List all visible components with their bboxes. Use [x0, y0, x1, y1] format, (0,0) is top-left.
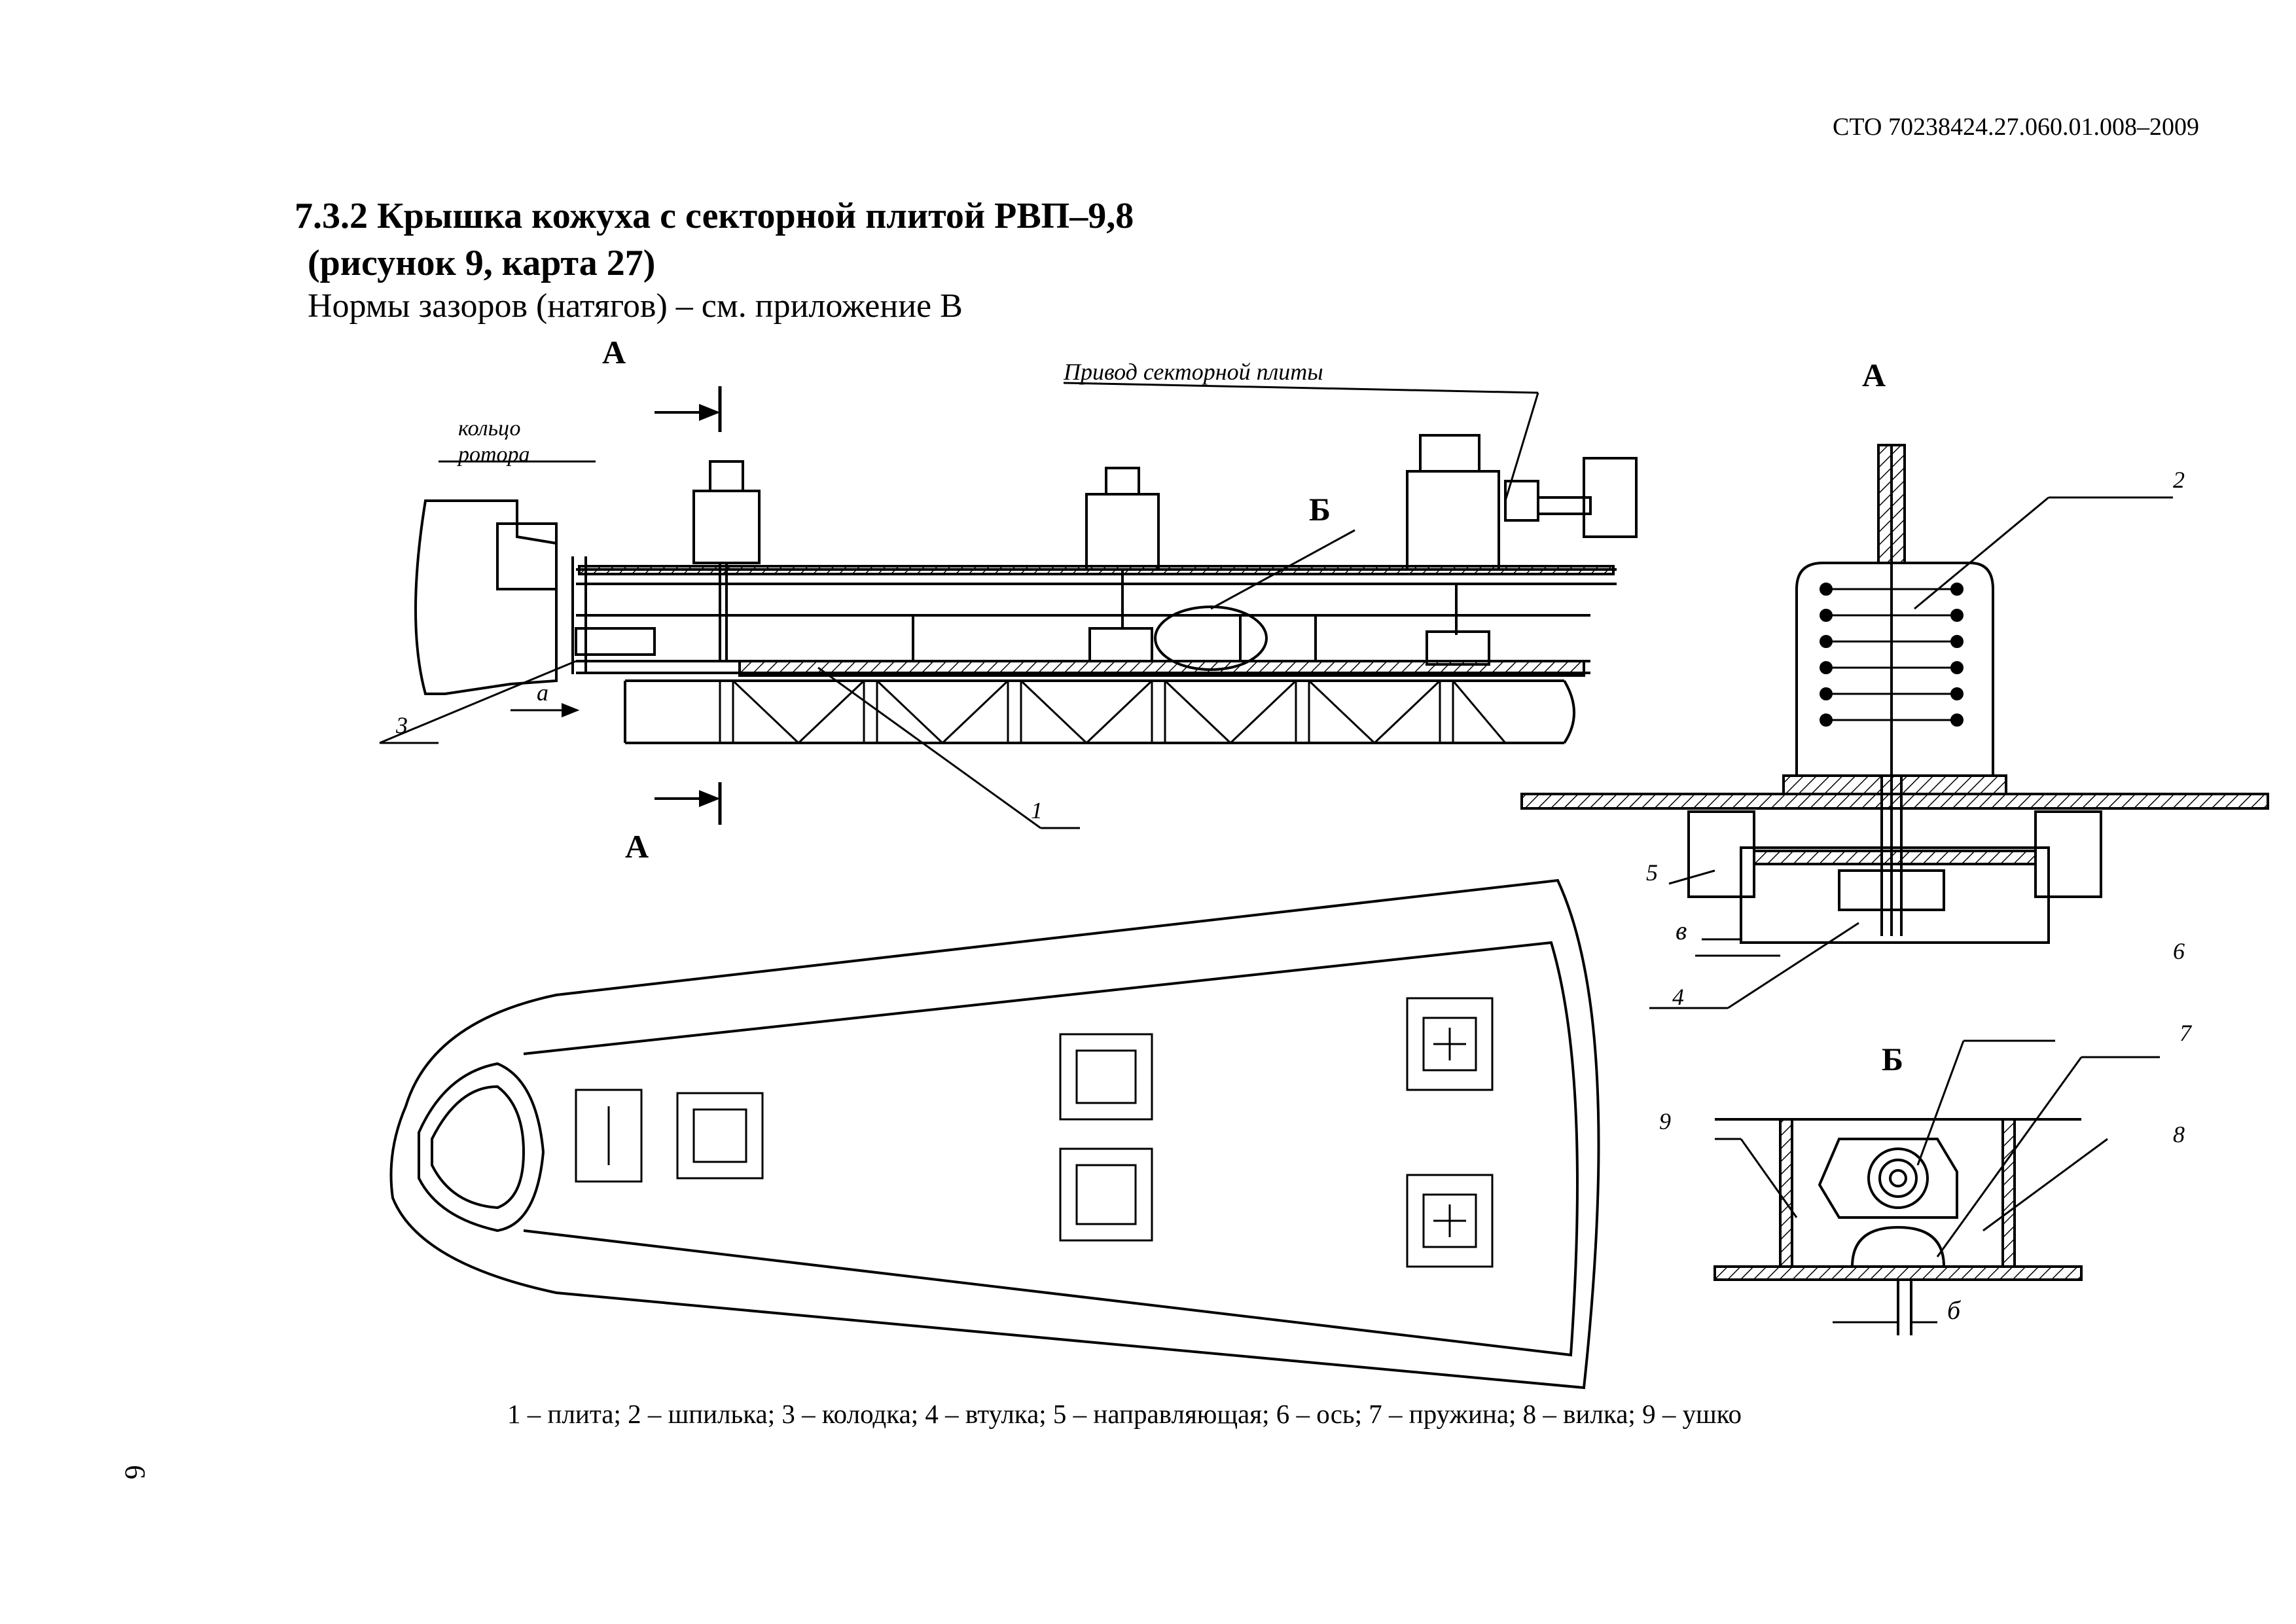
- callout-6: 6: [2173, 938, 2185, 964]
- section-a-view: [1520, 444, 2269, 1009]
- callout-8: 8: [2173, 1121, 2185, 1147]
- drawing-labels: А А А Б Б кольцо ротора Привод секторной…: [395, 334, 2193, 1325]
- callout-9: 9: [1659, 1108, 1671, 1134]
- rotor-ring-label-line2: ротора: [457, 442, 530, 467]
- norms-reference: Нормы зазоров (натягов) – см. приложение…: [308, 287, 963, 325]
- section-mark-a-top: А: [602, 334, 626, 370]
- side-view: [379, 382, 1638, 829]
- callout-7: 7: [2179, 1020, 2193, 1046]
- callout-2: 2: [2173, 467, 2185, 493]
- detail-mark-b: Б: [1309, 491, 1331, 528]
- document-code: СТО 70238424.27.060.01.008–2009: [1833, 113, 2199, 141]
- drive-label: Привод секторной плиты: [1063, 359, 1323, 385]
- rotor-ring-label-line1: кольцо: [458, 416, 520, 441]
- callout-1: 1: [1031, 797, 1043, 823]
- section-title: 7.3.2 Крышка кожуха с секторной плитой Р…: [295, 196, 1134, 236]
- dimension-b-label: б: [1947, 1295, 1962, 1325]
- detail-view-b-title: Б: [1882, 1041, 1903, 1077]
- detail-b-view: [1713, 1039, 2160, 1335]
- dimension-v-label: в: [1676, 916, 1687, 945]
- dimension-a-label: а: [537, 679, 548, 706]
- parts-legend: 1 – плита; 2 – шпилька; 3 – колодка; 4 –…: [507, 1399, 1742, 1429]
- callout-5: 5: [1646, 859, 1658, 886]
- section-view-a-title: А: [1862, 357, 1886, 393]
- page-number: 6: [119, 1465, 151, 1479]
- plan-view: [389, 878, 1600, 1390]
- callout-3: 3: [395, 712, 408, 738]
- section-subtitle: (рисунок 9, карта 27): [308, 243, 656, 283]
- section-mark-a-bottom: А: [625, 828, 649, 865]
- callout-4: 4: [1672, 984, 1684, 1010]
